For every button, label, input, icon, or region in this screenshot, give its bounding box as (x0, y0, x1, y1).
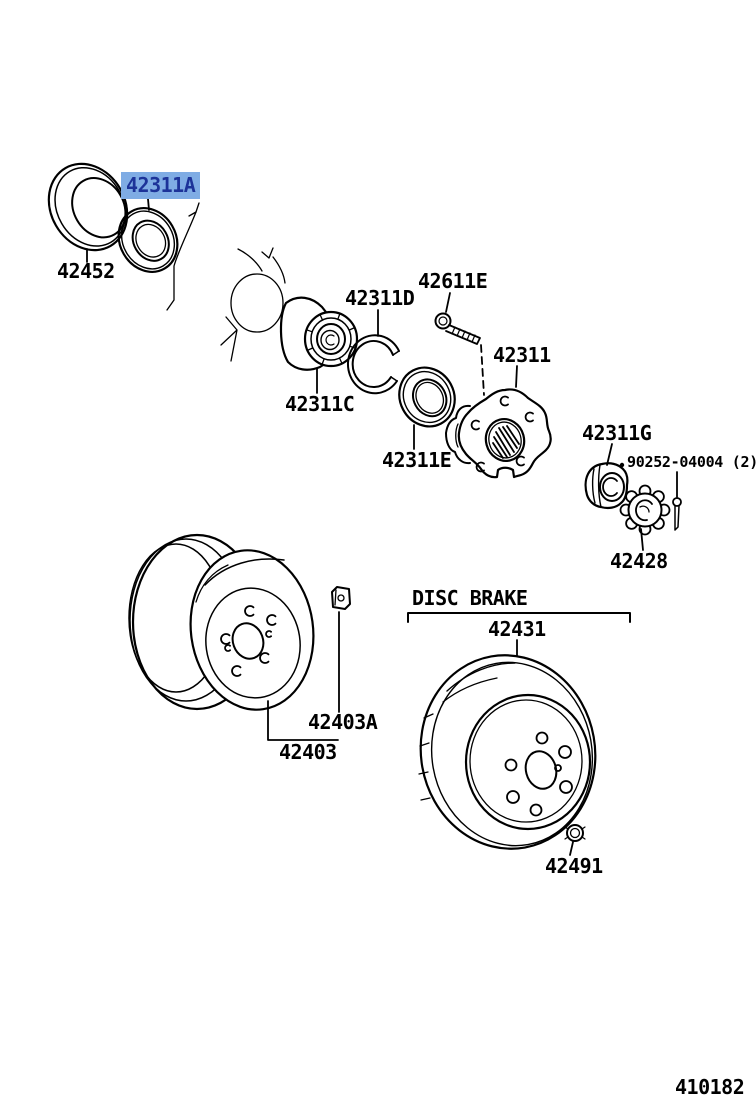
lock-cap-42428-drawing (619, 484, 671, 536)
axle-hub-42311-drawing (445, 388, 552, 479)
callout-42311g[interactable]: 42311G (582, 421, 652, 445)
bearing-42311c-drawing (279, 296, 359, 371)
callout-42403[interactable]: 42403 (279, 740, 337, 764)
callout-42311e[interactable]: 42311E (382, 448, 452, 472)
snap-ring-42311d-drawing (347, 334, 400, 395)
callout-42311d[interactable]: 42311D (345, 286, 415, 310)
brake-drum-42403-drawing (128, 533, 315, 711)
leader-lines (86, 198, 678, 856)
callout-42452[interactable]: 42452 (57, 259, 115, 283)
hub-bolt-42611e-drawing (434, 312, 481, 345)
clip-42403a-drawing (331, 586, 351, 610)
oil-seal-42311e-drawing (398, 366, 456, 428)
oil-seal-42311a-drawing (117, 207, 179, 273)
callout-42311a[interactable]: 42311A (121, 172, 201, 199)
figure-number: 410182 (675, 1075, 745, 1099)
callout-90252-04004[interactable]: 90252-04004 (2) (627, 453, 756, 471)
callout-42431[interactable]: 42431 (488, 617, 546, 641)
disc-brake-section-header: DISC BRAKE (412, 586, 528, 610)
callout-42611e[interactable]: 42611E (418, 269, 488, 293)
hub-nut-42311g-drawing (584, 462, 629, 510)
steering-knuckle-phantom (166, 202, 286, 362)
disc-rotor-42431-drawing (418, 654, 597, 850)
callout-42311[interactable]: 42311 (493, 343, 551, 367)
callout-42311c[interactable]: 42311C (285, 392, 355, 416)
nut-42491-drawing (564, 824, 586, 842)
callout-42491[interactable]: 42491 (545, 854, 603, 878)
cotter-pin-90252-drawing (672, 497, 682, 531)
disc-brake-bracket (407, 612, 631, 623)
callout-42403a[interactable]: 42403A (308, 710, 378, 734)
callout-42428[interactable]: 42428 (610, 549, 668, 573)
dust-cap-42452-drawing (47, 162, 129, 252)
